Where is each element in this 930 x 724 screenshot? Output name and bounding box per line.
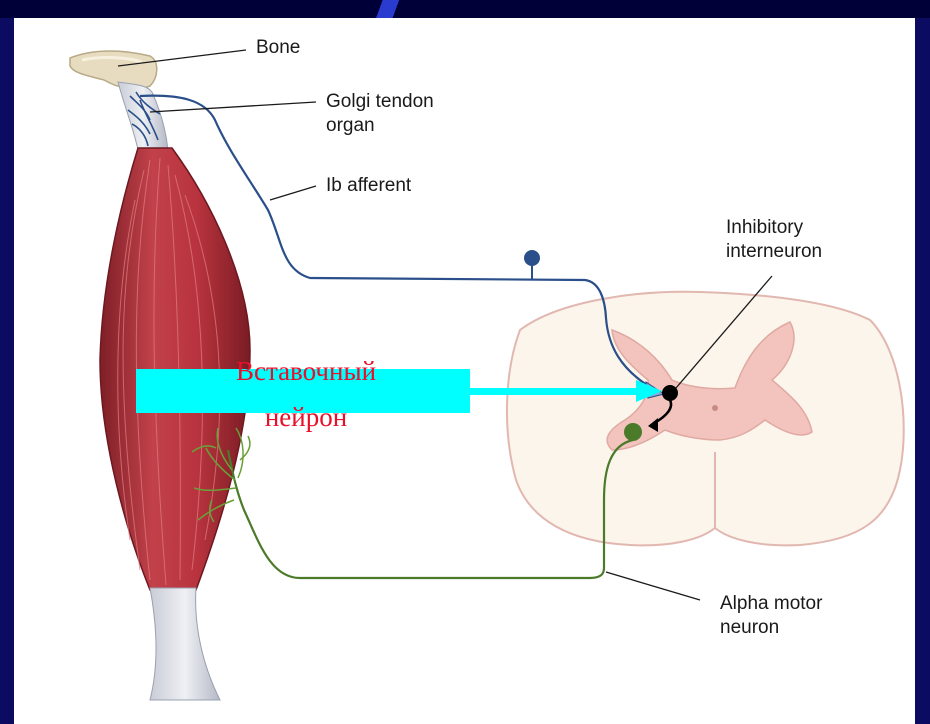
dorsal-root-ganglion: [524, 250, 540, 266]
ib-afferent-label: Ib afferent: [326, 174, 411, 198]
ib-afferent-leader: [270, 186, 316, 200]
golgi-tendon-organ-label: Golgi tendon organ: [326, 90, 434, 138]
central-canal: [712, 405, 718, 411]
alpha-motor-neuron-label: Alpha motor neuron: [720, 592, 822, 640]
golgi-leader: [150, 102, 316, 112]
alpha-motor-neuron-soma: [624, 423, 642, 441]
alpha-leader: [606, 572, 700, 600]
annotation-line-2: нейрон: [168, 402, 444, 432]
upper-tendon: [118, 82, 168, 150]
inhibitory-interneuron-label: Inhibitory interneuron: [726, 216, 822, 264]
inhibitory-interneuron-soma: [662, 385, 678, 401]
bone-label: Bone: [256, 36, 300, 60]
lower-tendon: [150, 588, 220, 700]
annotation-line-1: Вставочный: [168, 356, 444, 386]
interneuron-arrow-link: [470, 388, 638, 395]
